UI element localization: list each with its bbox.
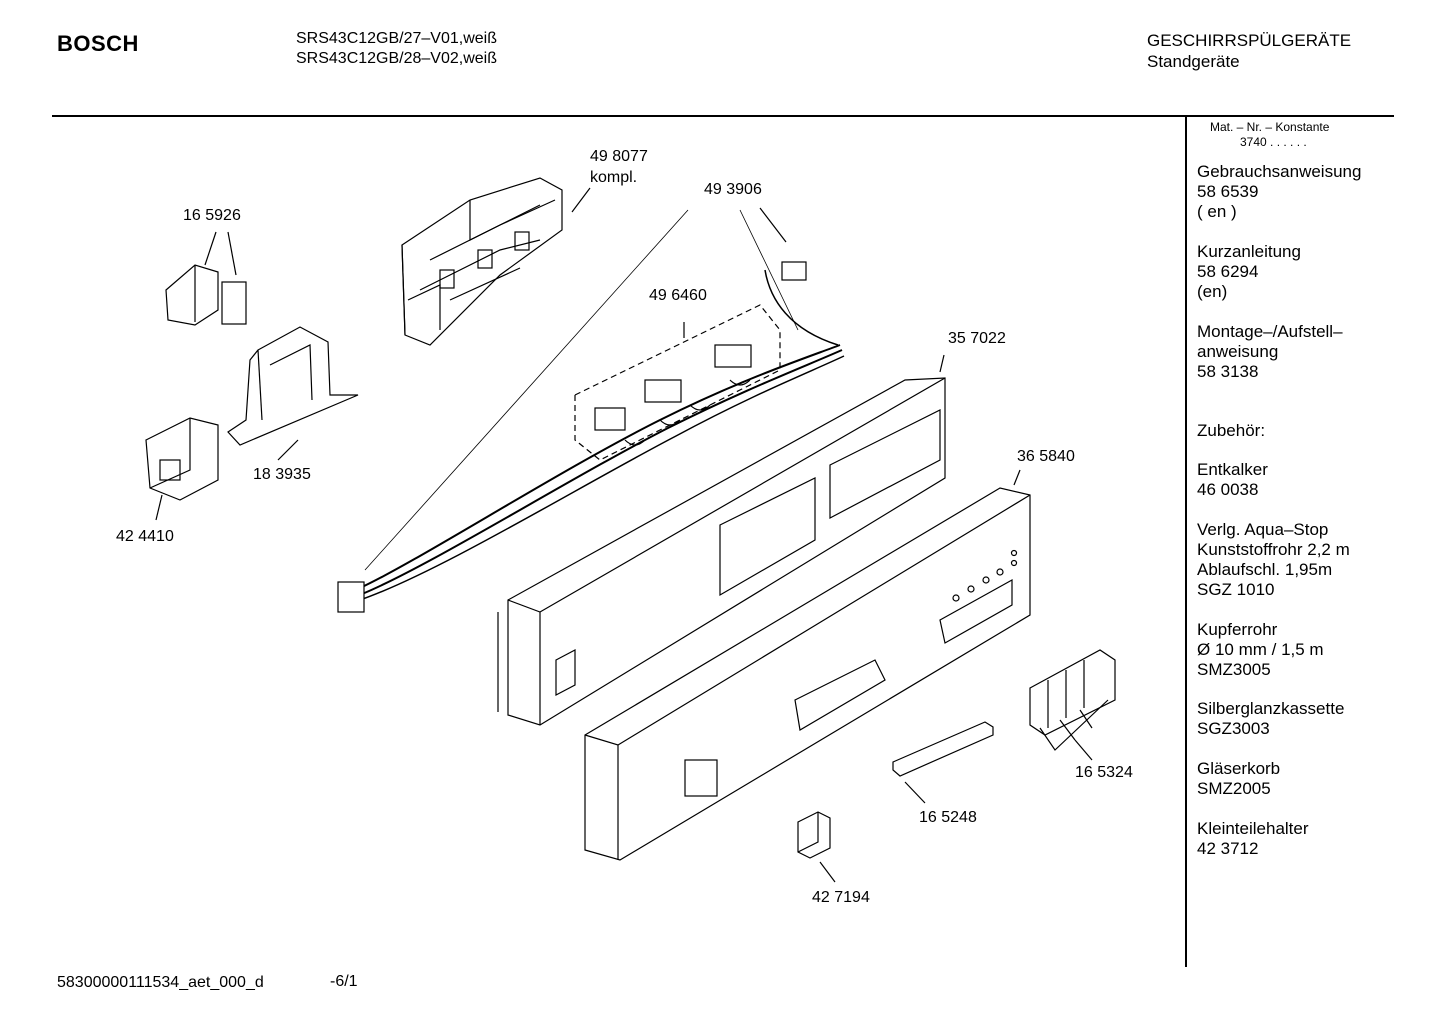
switch-module-part bbox=[145, 417, 219, 501]
part-label-427194: 42 7194 bbox=[812, 889, 870, 906]
part-label-365840: 36 5840 bbox=[1017, 448, 1075, 465]
sidebar-line: 46 0038 bbox=[1197, 480, 1259, 499]
sidebar-group-quickguide: Kurzanleitung 58 6294 (en) bbox=[1197, 242, 1301, 302]
sidebar-line: SGZ 1010 bbox=[1197, 580, 1275, 599]
sidebar-group-manual: Gebrauchsanweisung 58 6539 ( en ) bbox=[1197, 162, 1361, 222]
sidebar-line: Gläserkorb bbox=[1197, 759, 1281, 778]
sidebar-line: 58 6294 bbox=[1197, 262, 1259, 281]
leader-line bbox=[939, 354, 945, 373]
material-number-value: 3740 . . . . . . bbox=[1240, 135, 1307, 149]
leader-line bbox=[1013, 469, 1021, 486]
header-divider bbox=[52, 115, 1394, 117]
sidebar-line: Kleinteilehalter bbox=[1197, 819, 1309, 838]
model-number-2: SRS43C12GB/28–V02,weiß bbox=[296, 50, 497, 67]
brand-logo: BOSCH bbox=[57, 31, 139, 56]
sidebar-divider bbox=[1185, 117, 1187, 967]
sidebar-line: Gebrauchsanweisung bbox=[1197, 162, 1362, 181]
leader-line bbox=[759, 207, 787, 243]
part-label-424410: 42 4410 bbox=[116, 528, 174, 545]
part-label-183935: 18 3935 bbox=[253, 466, 311, 483]
part-label-498077-note: kompl. bbox=[590, 169, 638, 186]
sidebar-line: SMZ3005 bbox=[1197, 660, 1271, 679]
sidebar-line: Ø 10 mm / 1,5 m bbox=[1197, 640, 1324, 659]
bracket-part bbox=[227, 326, 359, 446]
part-label-165926: 16 5926 bbox=[183, 207, 241, 224]
leader-line bbox=[1074, 739, 1093, 761]
material-number-label: Mat. – Nr. – Konstante bbox=[1210, 120, 1330, 134]
sidebar-line: (en) bbox=[1197, 282, 1228, 301]
control-module-part bbox=[401, 177, 563, 346]
leader-line bbox=[571, 187, 591, 213]
connector-group-part bbox=[574, 304, 781, 461]
sidebar-group-silverware-cassette: Silberglanzkassette SGZ3003 bbox=[1197, 699, 1344, 739]
leader-line bbox=[155, 494, 163, 521]
clip-part bbox=[797, 811, 831, 859]
sidebar-line: Zubehör: bbox=[1197, 421, 1266, 440]
sidebar-group-glass-basket: Gläserkorb SMZ2005 bbox=[1197, 759, 1280, 799]
part-label-493906: 49 3906 bbox=[704, 181, 762, 198]
appliance-subcategory: Standgeräte bbox=[1147, 52, 1240, 71]
sidebar-line: 58 3138 bbox=[1197, 362, 1259, 381]
appliance-category: GESCHIRRSPÜLGERÄTE bbox=[1147, 31, 1352, 50]
sidebar-line: Kupferrohr bbox=[1197, 620, 1278, 639]
part-label-496460: 49 6460 bbox=[649, 287, 707, 304]
panel-frame-part bbox=[497, 377, 946, 726]
sidebar-line: Kunststoffrohr 2,2 m bbox=[1197, 540, 1350, 559]
sidebar-line: ( en ) bbox=[1197, 202, 1237, 221]
sidebar-line: 42 3712 bbox=[1197, 839, 1259, 858]
leader-line bbox=[904, 781, 926, 804]
part-label-165248: 16 5248 bbox=[919, 809, 977, 826]
page-number: -6/1 bbox=[330, 973, 358, 990]
sidebar-group-small-parts-holder: Kleinteilehalter 42 3712 bbox=[1197, 819, 1309, 859]
part-label-498077: 49 8077 bbox=[590, 148, 648, 165]
leader-line bbox=[819, 861, 836, 883]
model-number-1: SRS43C12GB/27–V01,weiß bbox=[296, 30, 497, 47]
part-label-357022: 35 7022 bbox=[948, 330, 1006, 347]
leader-line bbox=[277, 439, 299, 461]
sidebar-line: Silberglanzkassette bbox=[1197, 699, 1345, 718]
sidebar-line: Verlg. Aqua–Stop bbox=[1197, 520, 1329, 539]
sidebar-group-descaler: Entkalker 46 0038 bbox=[1197, 460, 1268, 500]
sidebar-group-copper-pipe: Kupferrohr Ø 10 mm / 1,5 m SMZ3005 bbox=[1197, 620, 1324, 680]
sidebar-line: anweisung bbox=[1197, 342, 1279, 361]
sidebar-line: SGZ3003 bbox=[1197, 719, 1270, 738]
sidebar-group-installation: Montage–/Aufstell– anweisung 58 3138 bbox=[1197, 322, 1343, 382]
leader-line bbox=[204, 231, 217, 266]
sidebar-line: SMZ2005 bbox=[1197, 779, 1271, 798]
sidebar-line: Entkalker bbox=[1197, 460, 1268, 479]
button-strip-part bbox=[1029, 649, 1116, 751]
relay-cover-part bbox=[165, 264, 247, 326]
document-id: 58300000111534_aet_000_d bbox=[57, 974, 264, 991]
leader-line bbox=[227, 231, 237, 276]
front-fascia-part bbox=[584, 487, 1031, 861]
sidebar-group-aquastop: Verlg. Aqua–Stop Kunststoffrohr 2,2 m Ab… bbox=[1197, 520, 1350, 600]
sidebar-line: Montage–/Aufstell– bbox=[1197, 322, 1343, 341]
sidebar-line: Ablaufschl. 1,95m bbox=[1197, 560, 1333, 579]
sidebar-line: Kurzanleitung bbox=[1197, 242, 1301, 261]
sidebar-group-accessories-heading: Zubehör: bbox=[1197, 421, 1265, 441]
trim-bar-part bbox=[892, 721, 994, 777]
part-label-165324: 16 5324 bbox=[1075, 764, 1133, 781]
sidebar-line: 58 6539 bbox=[1197, 182, 1259, 201]
cable-harness-part bbox=[337, 209, 845, 613]
